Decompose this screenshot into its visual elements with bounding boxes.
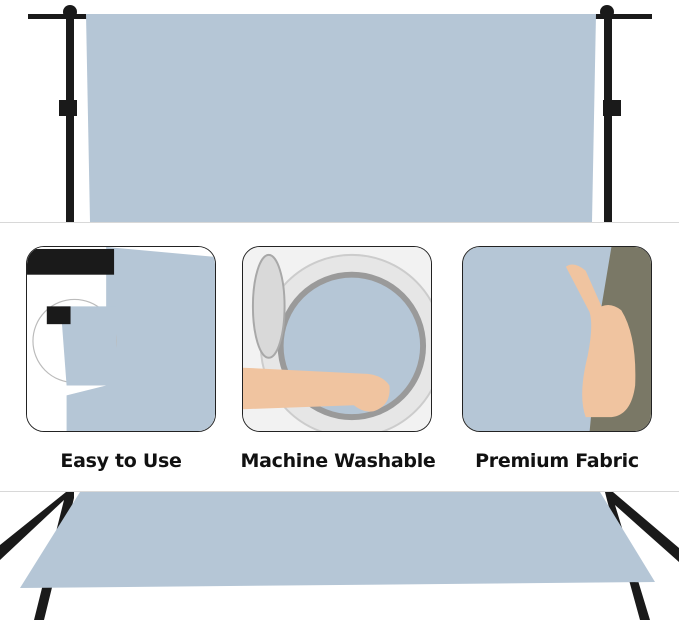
stand-clamp-left [59,100,77,116]
stand-pole-left [66,18,74,222]
feature-card-premium-fabric [462,246,652,432]
stand-pole-right [604,18,612,222]
hand-fabric-icon [463,247,651,431]
backdrop-top [86,14,596,222]
washing-machine-icon [243,247,431,431]
backdrop-bottom [20,492,655,588]
feature-caption-premium-fabric: Premium Fabric [475,450,639,472]
feature-card-machine-washable [242,246,432,432]
stand-legs-right [605,492,679,620]
feature-caption-easy-to-use: Easy to Use [60,450,182,472]
stand-clamp-right [603,100,621,116]
clip-zoom-icon [27,247,215,431]
feature-card-easy-to-use [26,246,216,432]
feature-caption-machine-washable: Machine Washable [240,450,436,472]
crossbar-knob-left [63,5,77,19]
crossbar-knob-right [600,5,614,19]
